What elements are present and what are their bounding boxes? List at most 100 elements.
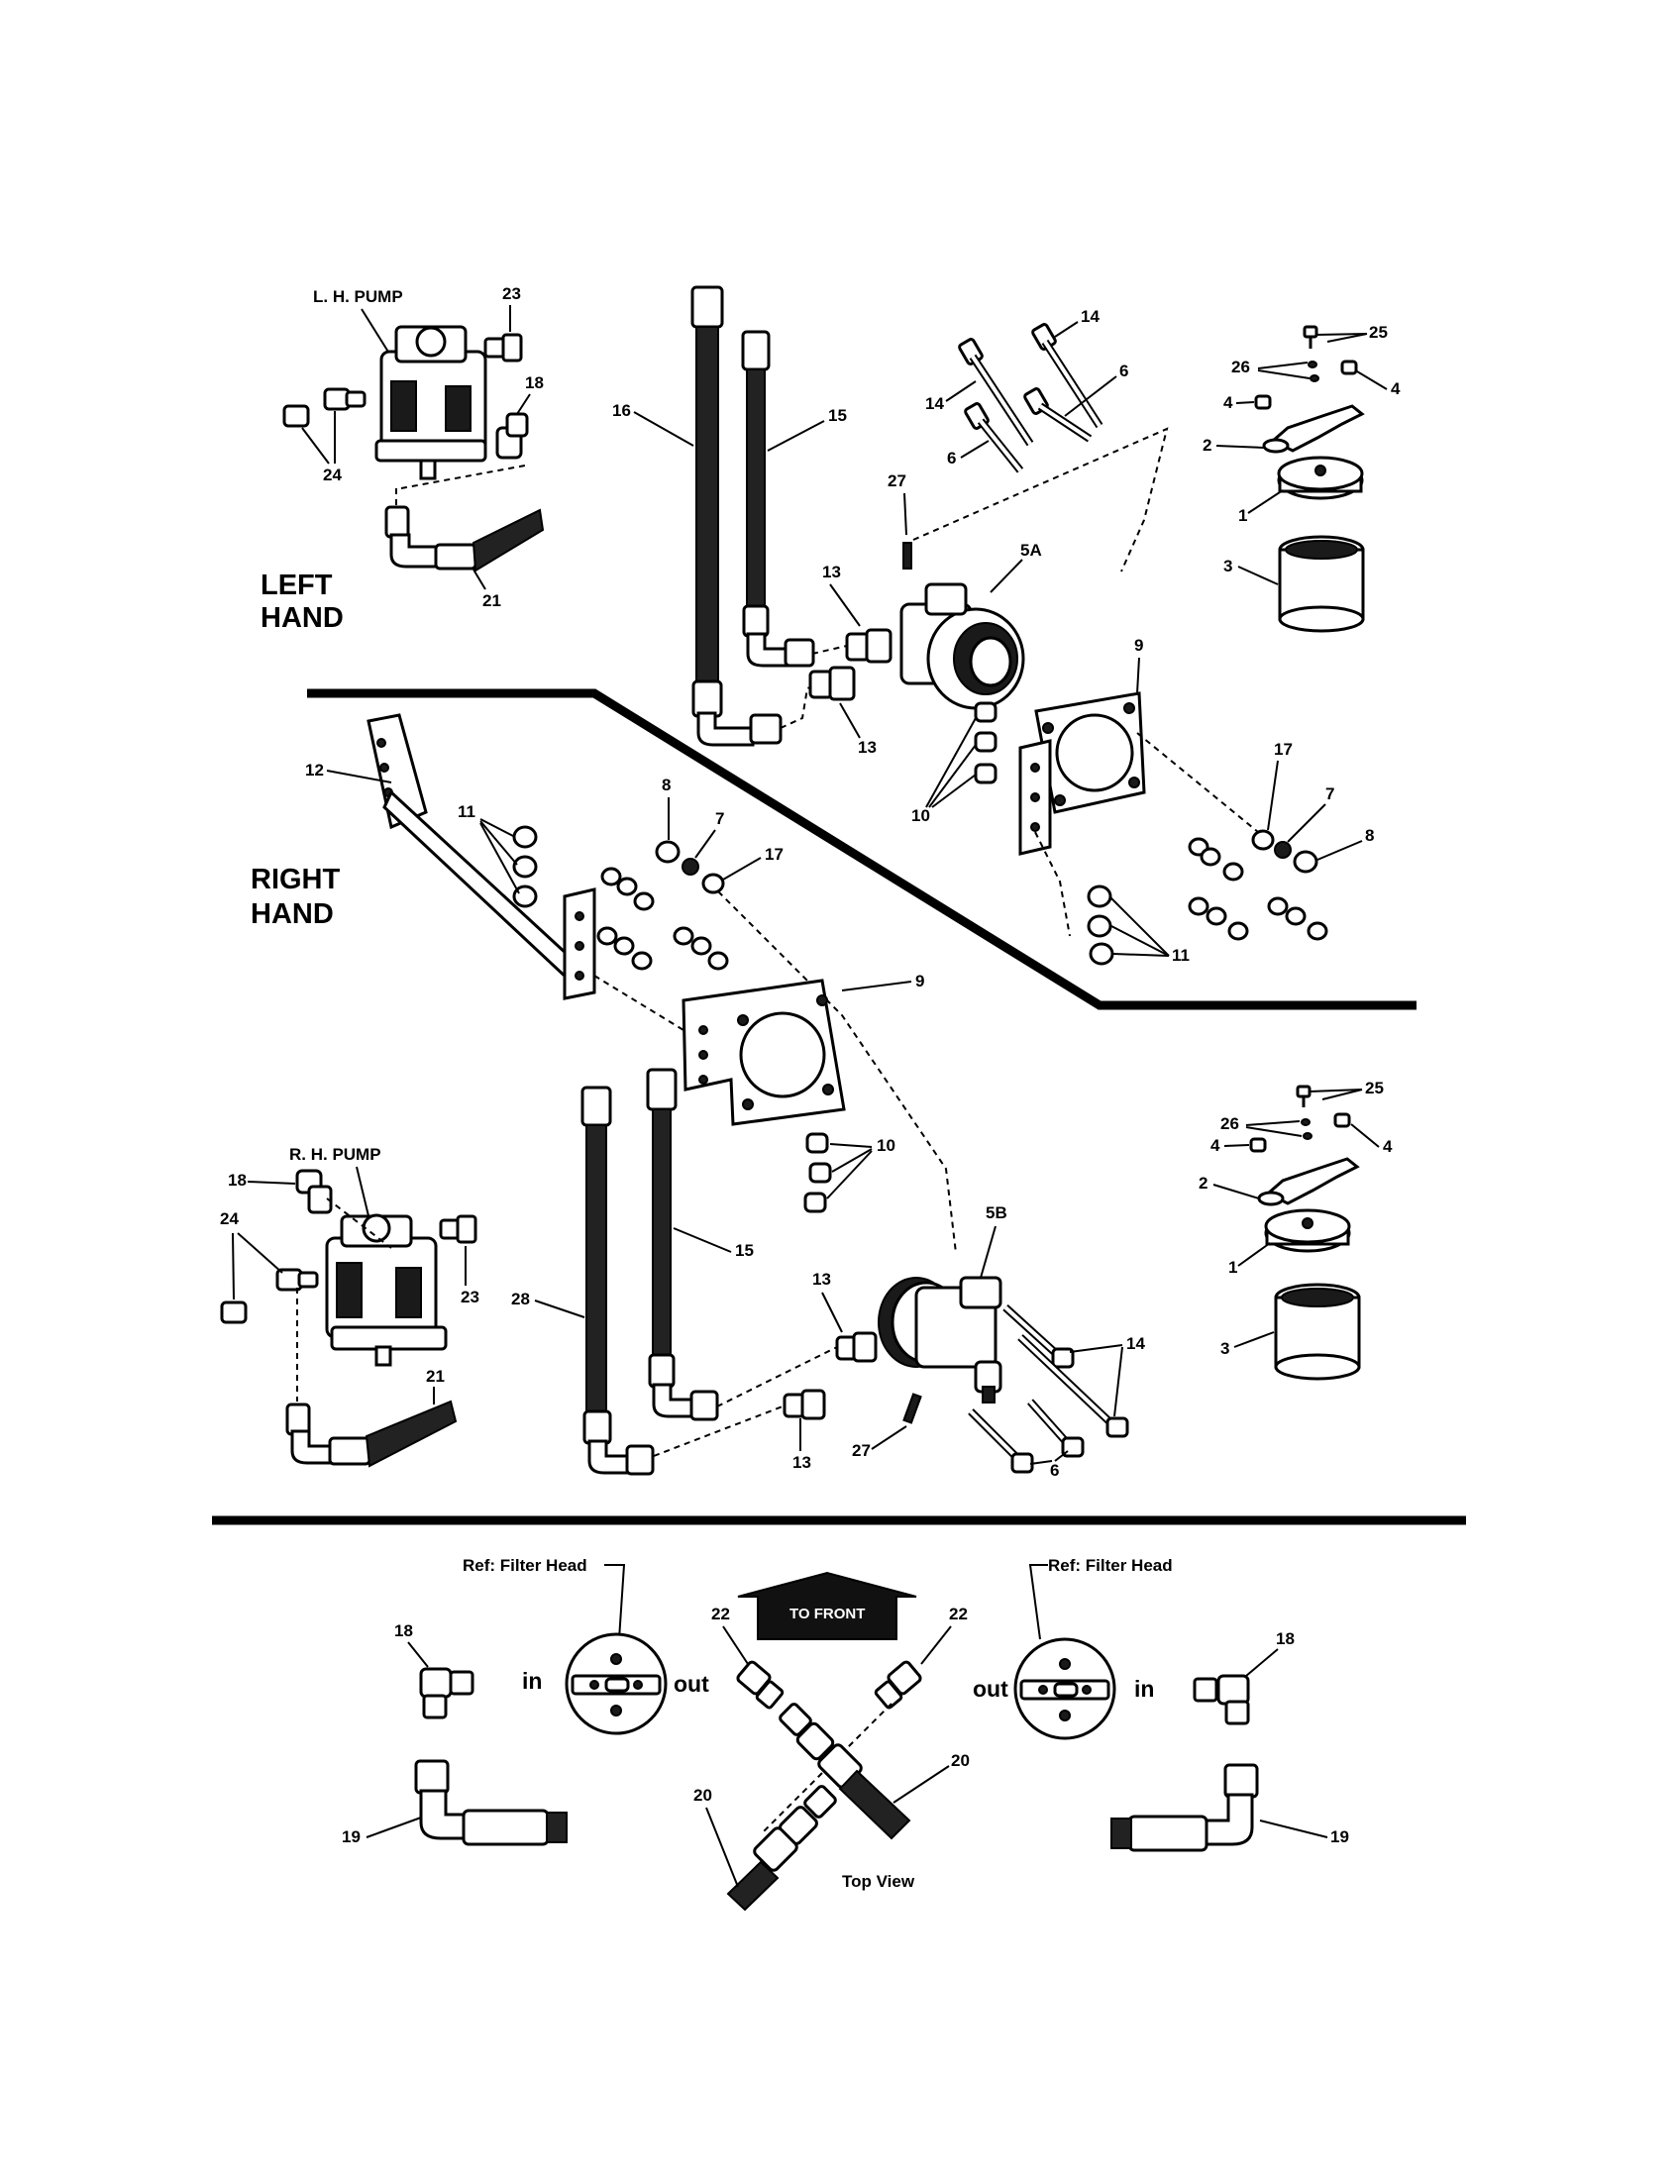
right-hand-label-2: HAND: [251, 898, 334, 930]
lh-callout-8: 8: [1365, 826, 1374, 845]
rh-pump: [325, 1213, 448, 1367]
lf-screws-4: [1254, 360, 1358, 410]
rh-bolts-6: [968, 1399, 1085, 1474]
lh-hose-16: [690, 285, 783, 747]
ref-filter-head-right: Ref: Filter Head: [1048, 1556, 1173, 1575]
lh-callout-24: 24: [323, 466, 342, 484]
lh-bolt-14a: [1031, 323, 1103, 429]
lh-lockwasher-7: [1274, 841, 1292, 859]
lh-bracket-9: [1018, 691, 1146, 856]
lf-callout-26: 26: [1231, 358, 1250, 376]
lh-pin-27: [902, 542, 912, 570]
rh-callout-23: 23: [461, 1288, 479, 1306]
rh-callout-8: 8: [662, 776, 671, 794]
lh-pump: [374, 325, 487, 480]
lh-callout-6b: 6: [947, 449, 956, 468]
rh-callout-27: 27: [852, 1441, 871, 1460]
ref-filter-head-left: Ref: Filter Head: [463, 1556, 587, 1575]
rh-hardware-grid: [596, 867, 729, 971]
lh-hose-21: [384, 505, 545, 572]
lh-callout-18: 18: [525, 373, 544, 392]
out-label-left: out: [674, 1671, 709, 1697]
lh-callout-21: 21: [482, 591, 501, 610]
lh-callout-14a: 14: [1081, 307, 1100, 326]
lh-nuts-11: [1087, 884, 1114, 966]
lh-callout-13b: 13: [858, 738, 877, 757]
tv-callout-19b: 19: [1330, 1827, 1349, 1846]
rh-fitting-13a: [835, 1331, 878, 1363]
lh-hardware-grid: [1188, 837, 1328, 941]
rh-callout-5b: 5B: [986, 1203, 1007, 1222]
lh-motor-5a: [899, 582, 1025, 710]
tv-hose-20-left: [726, 1785, 837, 1912]
lf-bracket-2: [1262, 404, 1365, 454]
rf-bracket-2: [1257, 1157, 1360, 1206]
rh-callout-18: 18: [228, 1171, 247, 1190]
lf-callout-25: 25: [1369, 323, 1388, 342]
tv-elbow-18-right: [1193, 1674, 1250, 1725]
tv-callout-20b: 20: [693, 1786, 712, 1805]
rf-bolt-25: [1296, 1085, 1312, 1107]
rh-callout-12: 12: [305, 761, 324, 780]
lf-callout-3: 3: [1223, 557, 1232, 575]
tv-callout-20a: 20: [951, 1751, 970, 1770]
lh-callout-11: 11: [1172, 946, 1190, 965]
rf-callout-1: 1: [1228, 1258, 1237, 1277]
lf-washers-26: [1308, 361, 1319, 382]
to-front-arrow: [737, 1571, 917, 1640]
rf-callout-2: 2: [1199, 1174, 1208, 1193]
lh-washer-17: [1251, 829, 1275, 851]
rh-callout-7: 7: [715, 809, 724, 828]
rf-callout-3: 3: [1220, 1339, 1229, 1358]
rh-screws-10: [803, 1132, 832, 1213]
out-label-right: out: [973, 1676, 1008, 1702]
in-label-right: in: [1134, 1676, 1154, 1702]
tv-elbow-18-left: [419, 1667, 474, 1719]
tv-callout-18b: 18: [1276, 1629, 1295, 1648]
lh-callout-17: 17: [1274, 740, 1293, 759]
rf-head-1: [1264, 1208, 1351, 1253]
lh-screws-10: [974, 701, 998, 784]
filter-head-top-left: [565, 1632, 668, 1735]
tv-elbow-22-left: [736, 1660, 785, 1710]
rh-callout-13a: 13: [812, 1270, 831, 1289]
lh-callout-6a: 6: [1119, 362, 1128, 380]
right-hand-label: RIGHT: [251, 864, 341, 895]
lh-callout-13a: 13: [822, 563, 841, 581]
tv-callout-18a: 18: [394, 1621, 413, 1640]
rf-screws-4: [1249, 1112, 1351, 1153]
rf-callout-4b: 4: [1383, 1137, 1393, 1156]
lh-bolt-14b: [958, 338, 1034, 447]
lh-callout-23: 23: [502, 284, 521, 303]
rh-callout-14: 14: [1126, 1334, 1145, 1353]
lh-nut-8: [1293, 850, 1318, 874]
section-divider-stepped: [307, 688, 1417, 1010]
tv-hose-19-right: [1110, 1763, 1259, 1852]
lf-filter-3: [1278, 535, 1365, 633]
lf-bolt-25: [1303, 325, 1318, 349]
filter-head-top-right: [1013, 1637, 1116, 1740]
lh-callout-15: 15: [828, 406, 847, 425]
rh-hose-15: [646, 1068, 719, 1421]
tv-callout-22a: 22: [711, 1605, 730, 1623]
tv-callout-19a: 19: [342, 1827, 361, 1846]
rh-elbow-18: [295, 1169, 333, 1214]
lh-fitting-13b: [808, 666, 856, 701]
rh-bracket-9: [682, 979, 846, 1126]
lh-callout-27: 27: [888, 471, 906, 490]
lh-callout-5a: 5A: [1020, 541, 1042, 560]
tv-elbow-22-right: [874, 1660, 922, 1710]
rh-pump-title: R. H. PUMP: [289, 1145, 381, 1164]
rf-washers-26: [1301, 1118, 1312, 1140]
top-view-label: Top View: [842, 1872, 915, 1891]
lh-hose-15: [741, 330, 815, 668]
lf-callout-4a: 4: [1223, 393, 1233, 412]
rh-fitting-23: [439, 1214, 477, 1244]
lh-fittings-24: [282, 387, 367, 428]
lh-fitting-23: [483, 333, 523, 363]
in-label-left: in: [522, 1668, 542, 1694]
rh-motor-5b: [878, 1276, 1002, 1404]
lh-callout-10: 10: [911, 806, 930, 825]
lh-callout-14b: 14: [925, 394, 944, 413]
